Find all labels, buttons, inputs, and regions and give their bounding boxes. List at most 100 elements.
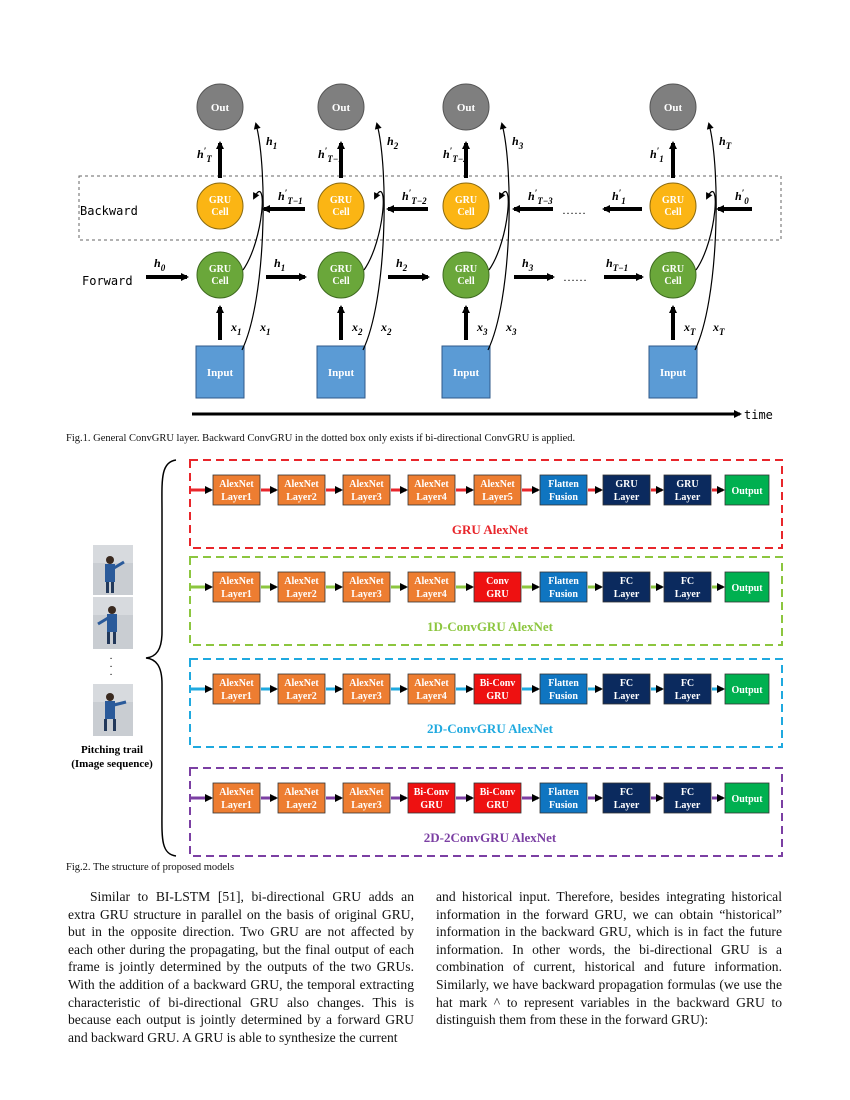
pitcher-image bbox=[93, 597, 133, 649]
block-label-line2: Layer4 bbox=[416, 492, 447, 503]
model-block bbox=[407, 474, 456, 506]
block-label-line2: Fusion bbox=[549, 589, 578, 600]
backward-gru-cell bbox=[196, 182, 244, 230]
skip-connection-x bbox=[694, 122, 717, 351]
block-label-line1: AlexNet bbox=[414, 479, 449, 490]
cell-label: Cell bbox=[457, 276, 474, 287]
model-block bbox=[277, 571, 326, 603]
model-block bbox=[539, 782, 588, 814]
gru-label: GRU bbox=[209, 264, 231, 275]
block-label-line2: Layer4 bbox=[416, 589, 447, 600]
out-label: Out bbox=[664, 102, 683, 114]
block-label-line1: Bi-Conv bbox=[480, 678, 516, 689]
h-hidden-label: hT bbox=[719, 134, 732, 151]
cell-label: Cell bbox=[332, 207, 349, 218]
block-label-line1: AlexNet bbox=[349, 787, 384, 798]
gru-label: GRU bbox=[330, 264, 352, 275]
model-block bbox=[724, 474, 770, 506]
gru-label: GRU bbox=[330, 195, 352, 206]
model-panel: AlexNetLayer1AlexNetLayer2AlexNetLayer3A… bbox=[189, 459, 783, 549]
input-box bbox=[316, 345, 366, 399]
model-block bbox=[212, 571, 261, 603]
gru-label: GRU bbox=[209, 195, 231, 206]
model-block bbox=[724, 782, 770, 814]
block-label-line2: Layer1 bbox=[221, 589, 252, 600]
block-label-line2: Layer bbox=[614, 691, 640, 702]
h-hidden-label: h3 bbox=[512, 134, 524, 151]
input-label: Input bbox=[328, 367, 355, 379]
x-label: x2 bbox=[351, 320, 363, 337]
x-skip-label: xT bbox=[712, 320, 725, 337]
block-label-line2: Layer3 bbox=[351, 492, 382, 503]
forward-hidden-label: h1 bbox=[274, 256, 285, 273]
backward-gru-cell bbox=[649, 182, 697, 230]
backward-hidden-label: h′0 bbox=[735, 188, 749, 206]
model-dashed-box bbox=[189, 556, 783, 646]
model-block bbox=[277, 782, 326, 814]
block-label-line1: AlexNet bbox=[284, 787, 319, 798]
cell-label: Cell bbox=[332, 276, 349, 287]
block-label: Output bbox=[731, 794, 763, 805]
backward-hidden-label: h′T−2 bbox=[402, 188, 427, 206]
block-label-line2: Layer2 bbox=[286, 800, 317, 811]
model-block bbox=[277, 673, 326, 705]
gru-label: GRU bbox=[455, 264, 477, 275]
block-label-line2: Layer2 bbox=[286, 691, 317, 702]
model-panel: AlexNetLayer1AlexNetLayer2AlexNetLayer3A… bbox=[189, 556, 783, 646]
block-label-line1: AlexNet bbox=[414, 678, 449, 689]
block-label: Output bbox=[731, 685, 763, 696]
h-prime-output-label: h′T bbox=[197, 146, 212, 164]
block-label-line1: AlexNet bbox=[219, 787, 254, 798]
block-label-line1: AlexNet bbox=[219, 576, 254, 587]
curly-brace bbox=[145, 459, 177, 857]
block-label-line1: AlexNet bbox=[414, 576, 449, 587]
h-prime-output-label: h′T−2 bbox=[443, 146, 468, 164]
model-title: 1D-ConvGRU AlexNet bbox=[427, 619, 554, 634]
model-block bbox=[663, 673, 712, 705]
block-label-line1: AlexNet bbox=[349, 576, 384, 587]
backward-dotted-box bbox=[78, 175, 782, 241]
block-label-line2: Layer1 bbox=[221, 691, 252, 702]
block-label-line2: GRU bbox=[486, 691, 508, 702]
block-label-line1: FC bbox=[620, 787, 633, 798]
skip-connection-x bbox=[362, 122, 385, 351]
model-block bbox=[602, 673, 651, 705]
model-block bbox=[602, 782, 651, 814]
model-title: 2D-ConvGRU AlexNet bbox=[427, 721, 554, 736]
model-block bbox=[212, 673, 261, 705]
image-sequence-dots: · bbox=[109, 654, 112, 665]
block-label-line1: AlexNet bbox=[480, 479, 515, 490]
model-block bbox=[407, 673, 456, 705]
model-block bbox=[342, 571, 391, 603]
block-label-line2: Layer2 bbox=[286, 492, 317, 503]
forward-hidden-label: h3 bbox=[522, 256, 534, 273]
out-node bbox=[317, 83, 365, 131]
model-block bbox=[663, 571, 712, 603]
figure-1-caption: Fig.1. General ConvGRU layer. Backward C… bbox=[66, 433, 576, 444]
model-block bbox=[473, 782, 522, 814]
model-block bbox=[473, 571, 522, 603]
block-label-line2: Fusion bbox=[549, 691, 578, 702]
block-label-line2: Layer4 bbox=[416, 691, 447, 702]
block-label-line2: Layer2 bbox=[286, 589, 317, 600]
cell-label: Cell bbox=[211, 276, 228, 287]
model-block bbox=[663, 782, 712, 814]
input-label: Input bbox=[207, 367, 234, 379]
model-block bbox=[539, 474, 588, 506]
input-label: Input bbox=[453, 367, 480, 379]
block-label-line2: Layer1 bbox=[221, 492, 252, 503]
block-label-line1: FC bbox=[681, 678, 694, 689]
block-label-line1: GRU bbox=[615, 479, 637, 490]
model-block bbox=[724, 673, 770, 705]
block-label-line2: GRU bbox=[420, 800, 442, 811]
model-block bbox=[407, 782, 456, 814]
backward-hidden-label: h′T−3 bbox=[528, 188, 553, 206]
image-sequence-dots: · bbox=[109, 662, 112, 673]
model-block bbox=[539, 673, 588, 705]
forward-gru-cell bbox=[196, 251, 244, 299]
body-column-left: Similar to BI-LSTM [51], bi-directional … bbox=[68, 888, 414, 1046]
model-block bbox=[212, 474, 261, 506]
